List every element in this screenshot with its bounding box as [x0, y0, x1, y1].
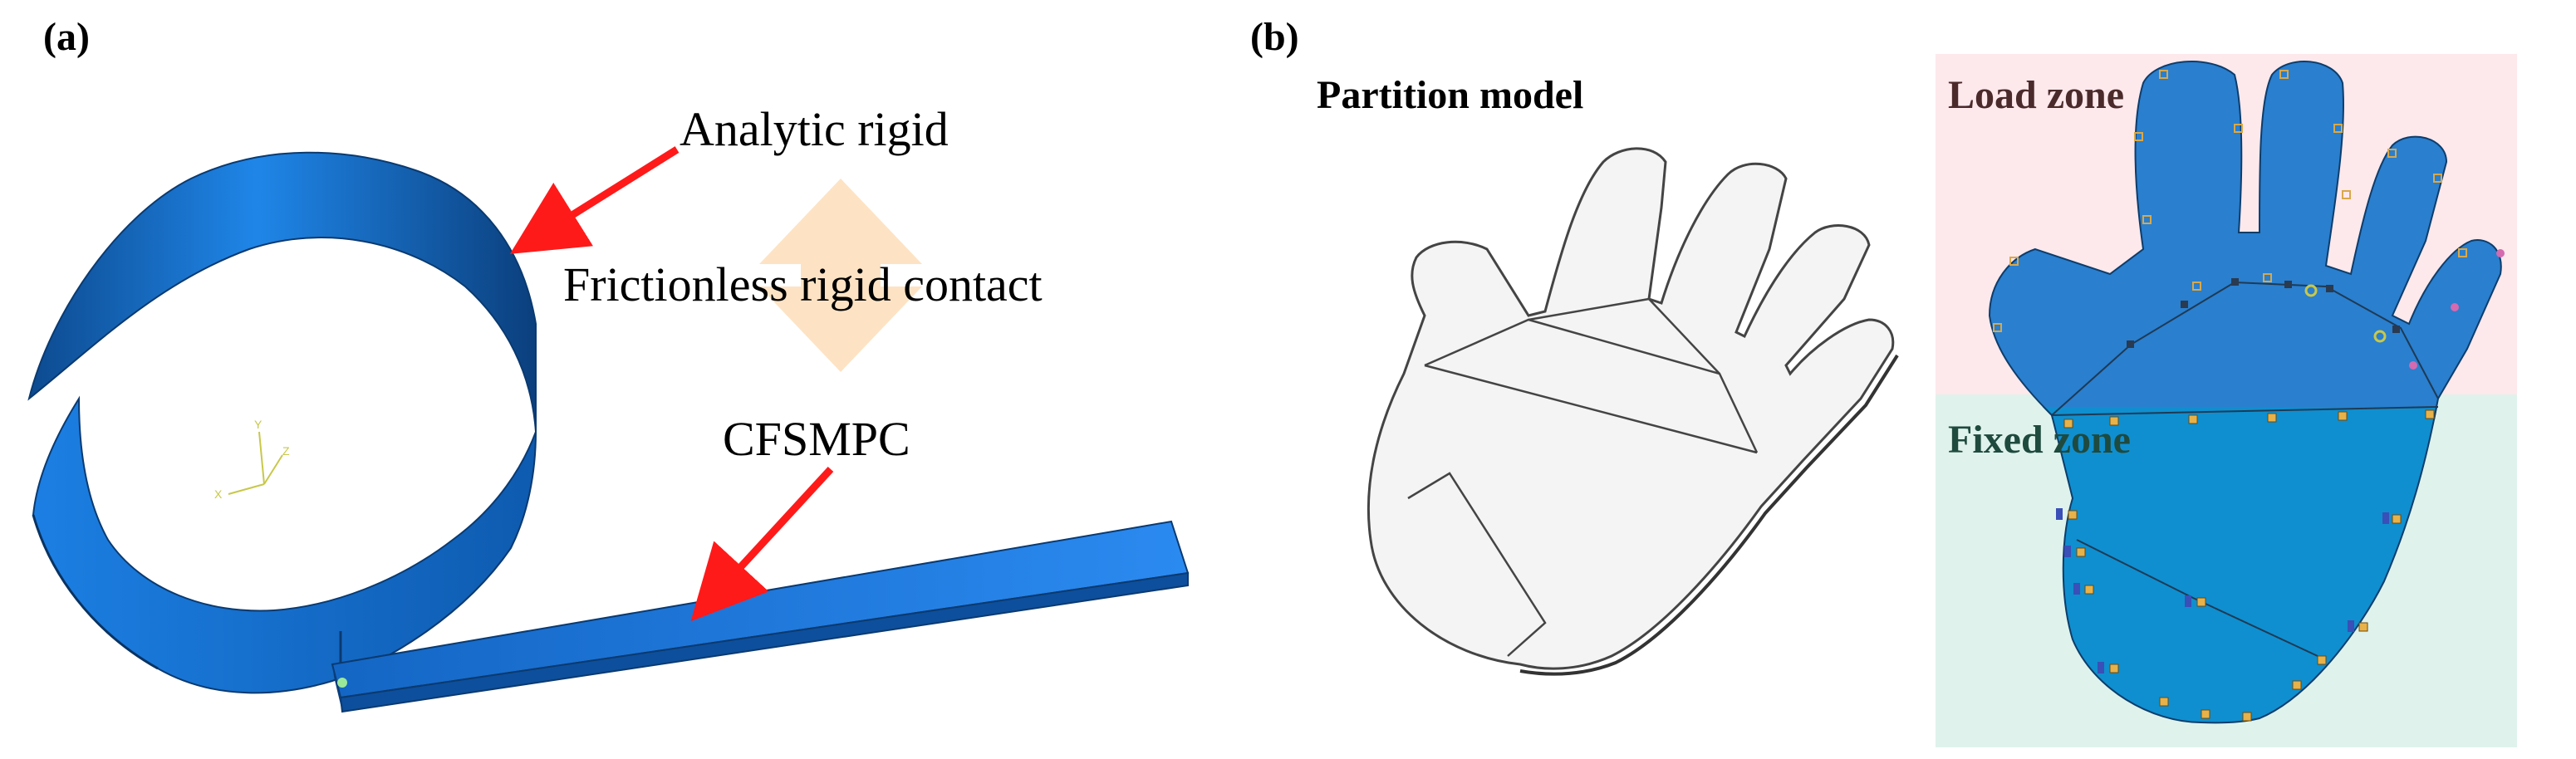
load-zone-label: Load zone: [1948, 73, 2124, 117]
triad-x-label: X: [214, 487, 223, 501]
cfsmpc-pointer-arrow-icon: [690, 466, 834, 622]
partition-title: Partition model: [1317, 73, 1583, 117]
triad-y-label: Y: [254, 418, 263, 431]
annotation-frictionless-contact: Frictionless rigid contact: [563, 257, 1043, 311]
panel-a-label: (a): [43, 15, 90, 59]
partition-hand: [1367, 147, 1899, 676]
coordinate-triad: [228, 431, 283, 495]
analytic-rigid-surface: [27, 151, 537, 694]
fixed-zone-label: Fixed zone: [1948, 418, 2131, 462]
panel-a: (a) X Y Z: [27, 15, 1190, 713]
rigid-pointer-arrow-icon: [509, 146, 680, 254]
panel-b-label: (b): [1250, 15, 1299, 59]
boundary-condition-hand: [1988, 61, 2505, 724]
triad-z-label: Z: [282, 444, 290, 458]
annotation-analytic-rigid: Analytic rigid: [680, 102, 949, 156]
panel-b: (b) Partition model: [1250, 15, 2517, 747]
annotation-cfsmpc: CFSMPC: [723, 412, 910, 466]
reference-point-icon: [337, 678, 347, 688]
contact-double-arrow-icon: [759, 179, 922, 372]
